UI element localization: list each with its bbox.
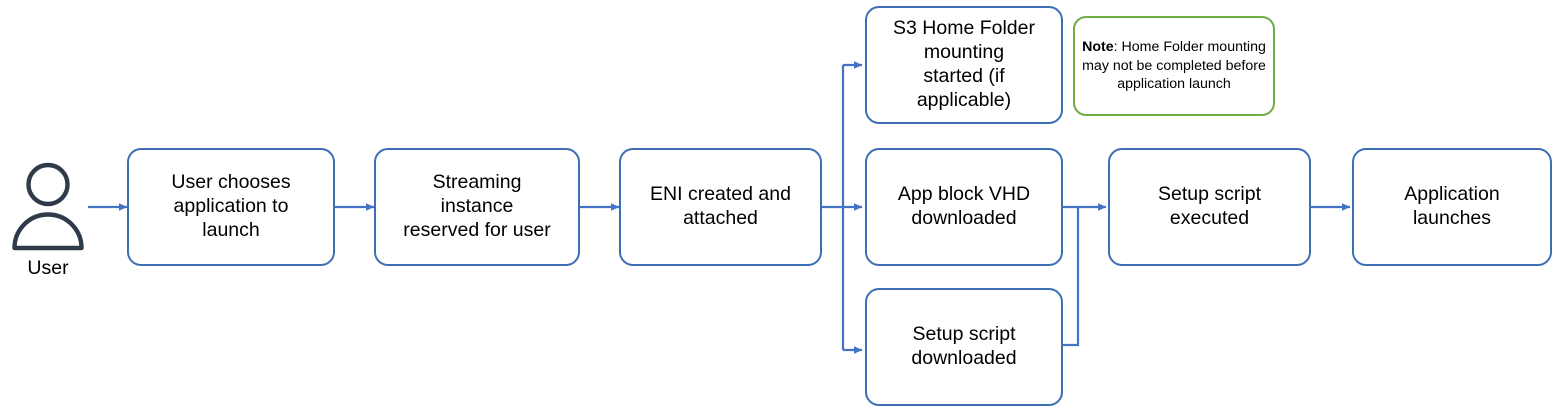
node-setup-script-executed[interactable]: Setup script executed	[1108, 148, 1311, 266]
node-label: App block VHD downloaded	[897, 183, 1031, 229]
node-eni-created-attached[interactable]: ENI created and attached	[619, 148, 822, 266]
node-streaming-instance-reserved[interactable]: Streaming instance reserved for user	[374, 148, 580, 266]
node-label: User chooses application to launch	[171, 171, 291, 241]
node-label: S3 Home Folder mounting started (if appl…	[893, 17, 1035, 111]
node-label: ENI created and attached	[650, 183, 791, 229]
actor-user: User	[8, 160, 88, 282]
node-application-launches[interactable]: Application launches	[1352, 148, 1552, 266]
node-label: Setup script downloaded	[911, 323, 1017, 369]
node-s3-home-folder-mounting[interactable]: S3 Home Folder mounting started (if appl…	[865, 6, 1063, 124]
user-icon	[12, 162, 84, 251]
note-body: : Home Folder mounting may not be comple…	[1082, 38, 1266, 93]
note-text: Note: Home Folder mounting may not be co…	[1082, 38, 1266, 95]
node-user-chooses-application[interactable]: User chooses application to launch	[127, 148, 335, 266]
actor-user-label: User	[27, 257, 69, 279]
note-label: Note	[1082, 38, 1114, 55]
node-setup-script-downloaded[interactable]: Setup script downloaded	[865, 288, 1063, 406]
node-label: Setup script executed	[1158, 183, 1261, 229]
edge-script-to-exec	[1063, 207, 1080, 347]
node-label: Application launches	[1404, 183, 1500, 229]
node-label: Streaming instance reserved for user	[403, 171, 551, 241]
node-app-block-vhd-downloaded[interactable]: App block VHD downloaded	[865, 148, 1063, 266]
note-home-folder-mounting: Note: Home Folder mounting may not be co…	[1073, 16, 1275, 116]
